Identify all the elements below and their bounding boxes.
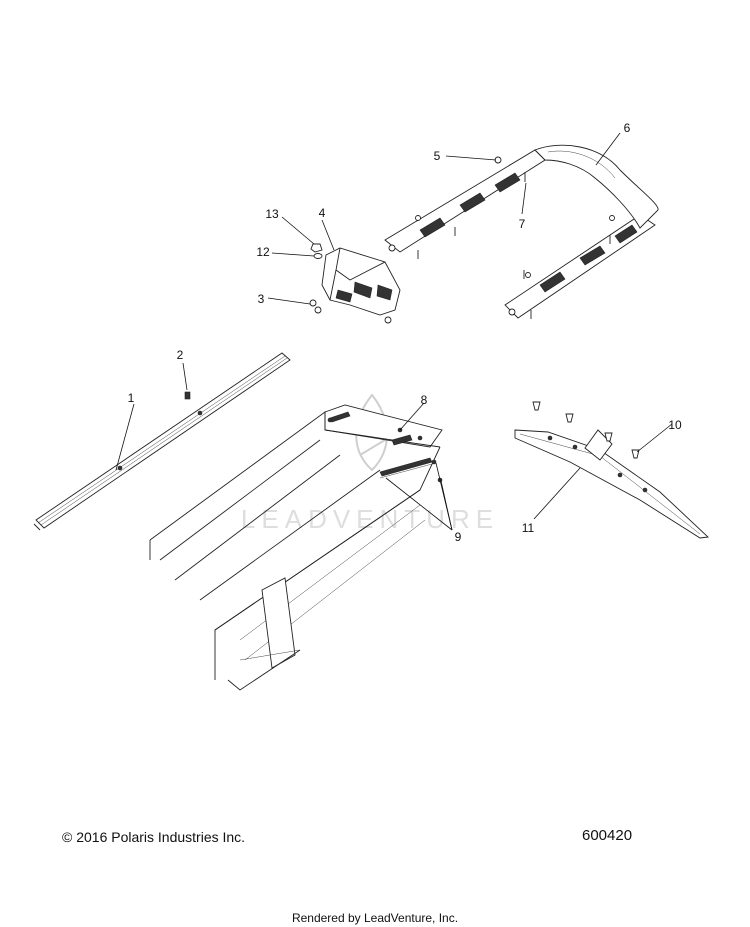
part-3-nut[interactable] [309,299,392,324]
callout-8: 8 [421,393,428,407]
part-2-screw[interactable] [184,391,191,400]
callout-5: 5 [434,149,441,163]
part-10-rivet[interactable] [532,401,640,459]
callout-9: 9 [455,530,462,544]
callout-1: 1 [128,391,135,405]
leader-lines [115,132,673,531]
diagram-number: 600420 [582,827,633,844]
copyright-notice: © 2016 Polaris Industries Inc. [62,829,246,845]
part-6-frame[interactable] [384,144,659,319]
footer-credit: Rendered by LeadVenture, Inc. [291,911,459,925]
callout-7: 7 [519,217,526,231]
callout-6: 6 [624,121,631,135]
callout-13: 13 [265,207,279,221]
callout-12: 12 [256,245,270,259]
callout-3: 3 [258,292,265,306]
part-4-bracket[interactable] [321,247,401,316]
part-1-rail[interactable] [33,352,291,531]
callout-4: 4 [319,206,326,220]
part-8-cargo-bed[interactable] [149,404,443,691]
part-11-channel[interactable] [514,429,710,539]
part-9-rail-strip[interactable] [379,459,443,483]
part-12-washer[interactable] [313,253,323,259]
callout-2: 2 [177,348,184,362]
part-13-nut[interactable] [310,243,323,253]
callout-10: 10 [668,418,682,432]
callout-11: 11 [522,521,535,535]
part-7-bolt[interactable] [417,172,611,319]
